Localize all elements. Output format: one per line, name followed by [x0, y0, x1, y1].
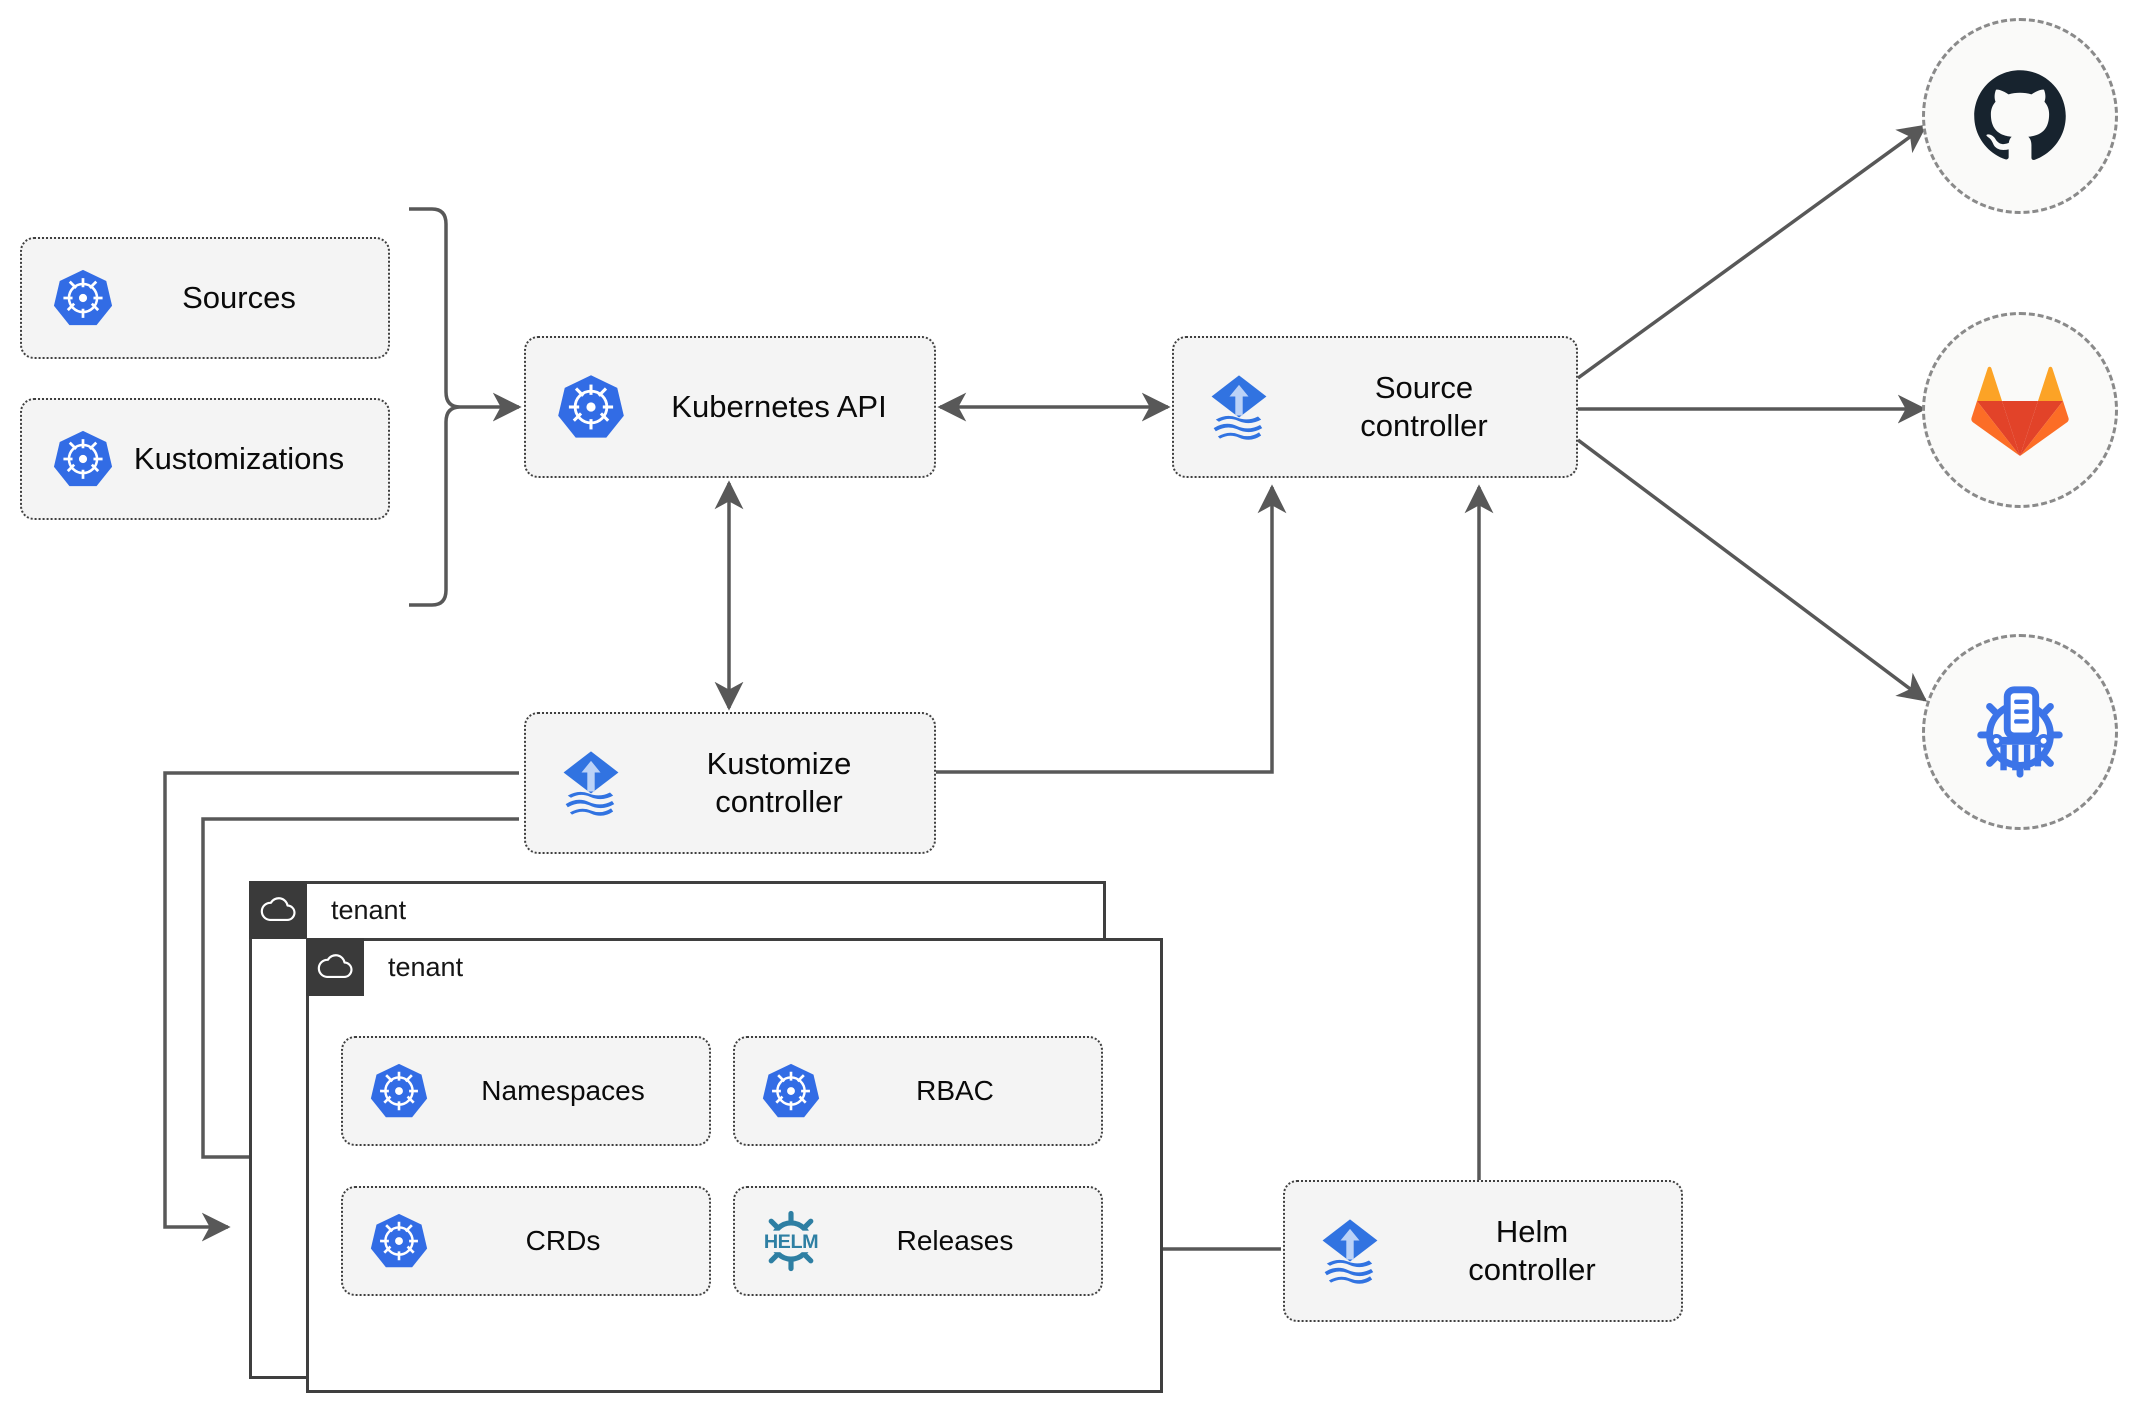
provider-gitlab[interactable] [1922, 312, 2118, 508]
tenant-node-crds[interactable]: CRDs [341, 1186, 711, 1296]
node-source-controller[interactable]: Source controller [1172, 336, 1578, 478]
tenant-window-front[interactable]: tenant [306, 938, 1163, 1393]
node-label: Kustomize controller [706, 745, 852, 819]
node-label: Kubernetes API [671, 388, 887, 424]
tenant-node-label: CRDs [525, 1224, 601, 1256]
kubernetes-icon [357, 1061, 441, 1121]
provider-helm-repository[interactable] [1922, 634, 2118, 830]
tenant-node-label: RBAC [916, 1074, 994, 1106]
node-kustomize-controller[interactable]: Kustomize controller [524, 712, 936, 854]
wire-source-github [1576, 124, 1928, 380]
tenant-node-label: Releases [896, 1224, 1014, 1256]
svg-text:HELM: HELM [764, 1231, 818, 1253]
resource-node-sources[interactable]: Sources [20, 237, 390, 359]
kubernetes-icon [542, 372, 640, 442]
flux-icon [1190, 369, 1288, 445]
tenant-titlebar: tenant [306, 938, 463, 996]
resource-node-kustomizations[interactable]: Kustomizations [20, 398, 390, 520]
resource-label: Sources [182, 279, 296, 315]
kubernetes-icon [40, 428, 126, 490]
node-kubernetes-api[interactable]: Kubernetes API [524, 336, 936, 478]
helm-icon: HELM [749, 1209, 833, 1273]
helm-repository-icon [1966, 678, 2074, 786]
node-helm-controller[interactable]: Helm controller [1283, 1180, 1683, 1322]
wire-source-bucket [1576, 438, 1928, 702]
provider-github[interactable] [1922, 18, 2118, 214]
tenant-node-rbac[interactable]: RBAC [733, 1036, 1103, 1146]
tenant-titlebar: tenant [249, 881, 406, 939]
flux-icon [1301, 1213, 1399, 1289]
resource-label: Kustomizations [133, 440, 345, 476]
kubernetes-icon [40, 267, 126, 329]
tenant-node-label: Namespaces [481, 1074, 645, 1106]
tenant-node-namespaces[interactable]: Namespaces [341, 1036, 711, 1146]
cloud-icon [249, 881, 307, 939]
resources-bracket [409, 207, 461, 607]
node-label: Source controller [1360, 369, 1488, 443]
tenant-node-releases[interactable]: HELM Releases [733, 1186, 1103, 1296]
gitlab-icon [1968, 360, 2072, 460]
wire-kustomize-source [935, 484, 1287, 774]
tenant-title: tenant [331, 894, 407, 925]
kubernetes-icon [749, 1061, 833, 1121]
flux-icon [542, 745, 640, 821]
node-label: Helm controller [1468, 1213, 1596, 1287]
github-icon [1968, 64, 2072, 168]
kubernetes-icon [357, 1211, 441, 1271]
tenant-title: tenant [388, 951, 464, 982]
cloud-icon [306, 938, 364, 996]
